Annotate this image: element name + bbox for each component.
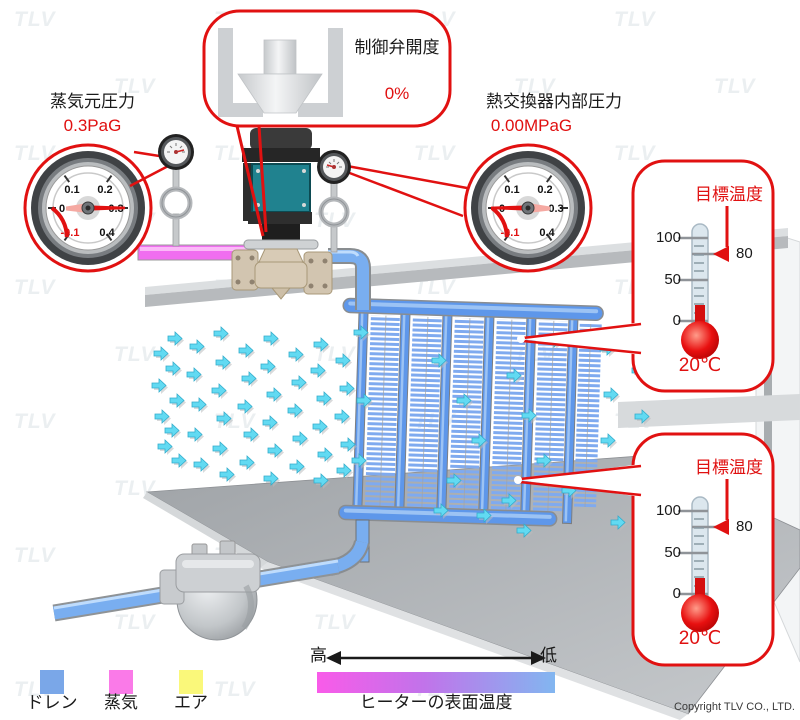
- pressure-gauge-internal: 0.1 0.2 0 0.3 -0.1 0.4: [463, 143, 593, 273]
- tlv-watermark: TLV: [514, 75, 556, 98]
- gauge-tick-label: 0.2: [537, 184, 552, 196]
- gauge-tick-label: -0.1: [61, 227, 80, 239]
- tlv-watermark: TLV: [114, 343, 156, 366]
- tlv-watermark: TLV: [14, 142, 56, 165]
- gauge-siphon-left: [158, 134, 194, 247]
- gauge-tick-label: 0.4: [539, 227, 555, 239]
- target-marker-arrow: [713, 246, 729, 262]
- tlv-watermark: TLV: [414, 142, 456, 165]
- gauge-callout-lines: [129, 150, 468, 218]
- gauge-tick-label: -0.1: [501, 227, 520, 239]
- tlv-watermark: TLV: [14, 8, 56, 31]
- target-temp-panel-top: [631, 159, 775, 393]
- thermometer-bulb: [681, 594, 719, 632]
- gauge-tick-label: 0: [59, 203, 65, 215]
- thermometer-top: [678, 206, 729, 359]
- tlv-watermark: TLV: [14, 544, 56, 567]
- gauge-needle: [491, 205, 528, 211]
- small-gauge: [317, 150, 351, 184]
- thermometer-bottom: [678, 479, 729, 632]
- valve-opening-callout: [202, 9, 452, 237]
- tlv-watermark: TLV: [214, 678, 256, 701]
- tlv-watermark: TLV: [114, 75, 156, 98]
- gauge-needle: [88, 205, 125, 211]
- gauge-tick-label: 0.4: [99, 227, 115, 239]
- tlv-watermark: TLV: [14, 276, 56, 299]
- legend-graphics: [40, 651, 555, 694]
- tlv-watermark: TLV: [414, 276, 456, 299]
- thermometer-bulb: [681, 321, 719, 359]
- small-gauge: [158, 134, 194, 170]
- legend-gradient-bar: [317, 672, 555, 693]
- target-temp-panel-bottom: [631, 432, 775, 667]
- gauge-tick-label: 0.1: [64, 184, 79, 196]
- valve-plug-icon: [218, 28, 343, 117]
- legend-swatch-drain: [40, 670, 64, 694]
- tlv-watermark: TLV: [614, 8, 656, 31]
- tlv-watermark: TLV: [114, 477, 156, 500]
- steam-trap-3d: [159, 540, 261, 641]
- gauge-tick-label: 0.3: [548, 203, 563, 215]
- tlv-watermark: TLV: [614, 142, 656, 165]
- valve-flange-left: [231, 249, 259, 291]
- target-marker-arrow: [713, 519, 729, 535]
- gauge-siphon-right: [317, 150, 351, 253]
- gauge-tick-label: 0.1: [504, 184, 519, 196]
- tlv-watermark: TLV: [314, 611, 356, 634]
- tlv-watermark: TLV: [14, 410, 56, 433]
- tlv-watermark: TLV: [114, 611, 156, 634]
- legend-swatch-steam: [109, 670, 133, 694]
- gauge-tick-label: 0.2: [97, 184, 112, 196]
- control-valve-3d: [231, 128, 333, 300]
- valve-flange-right: [303, 251, 333, 295]
- pressure-gauge-supply: 0.1 0.2 0 0.3 -0.1 0.4: [23, 143, 153, 273]
- panel-callout-tails: [514, 322, 642, 497]
- tlv-watermark: TLV: [714, 75, 756, 98]
- legend-swatch-air: [179, 670, 203, 694]
